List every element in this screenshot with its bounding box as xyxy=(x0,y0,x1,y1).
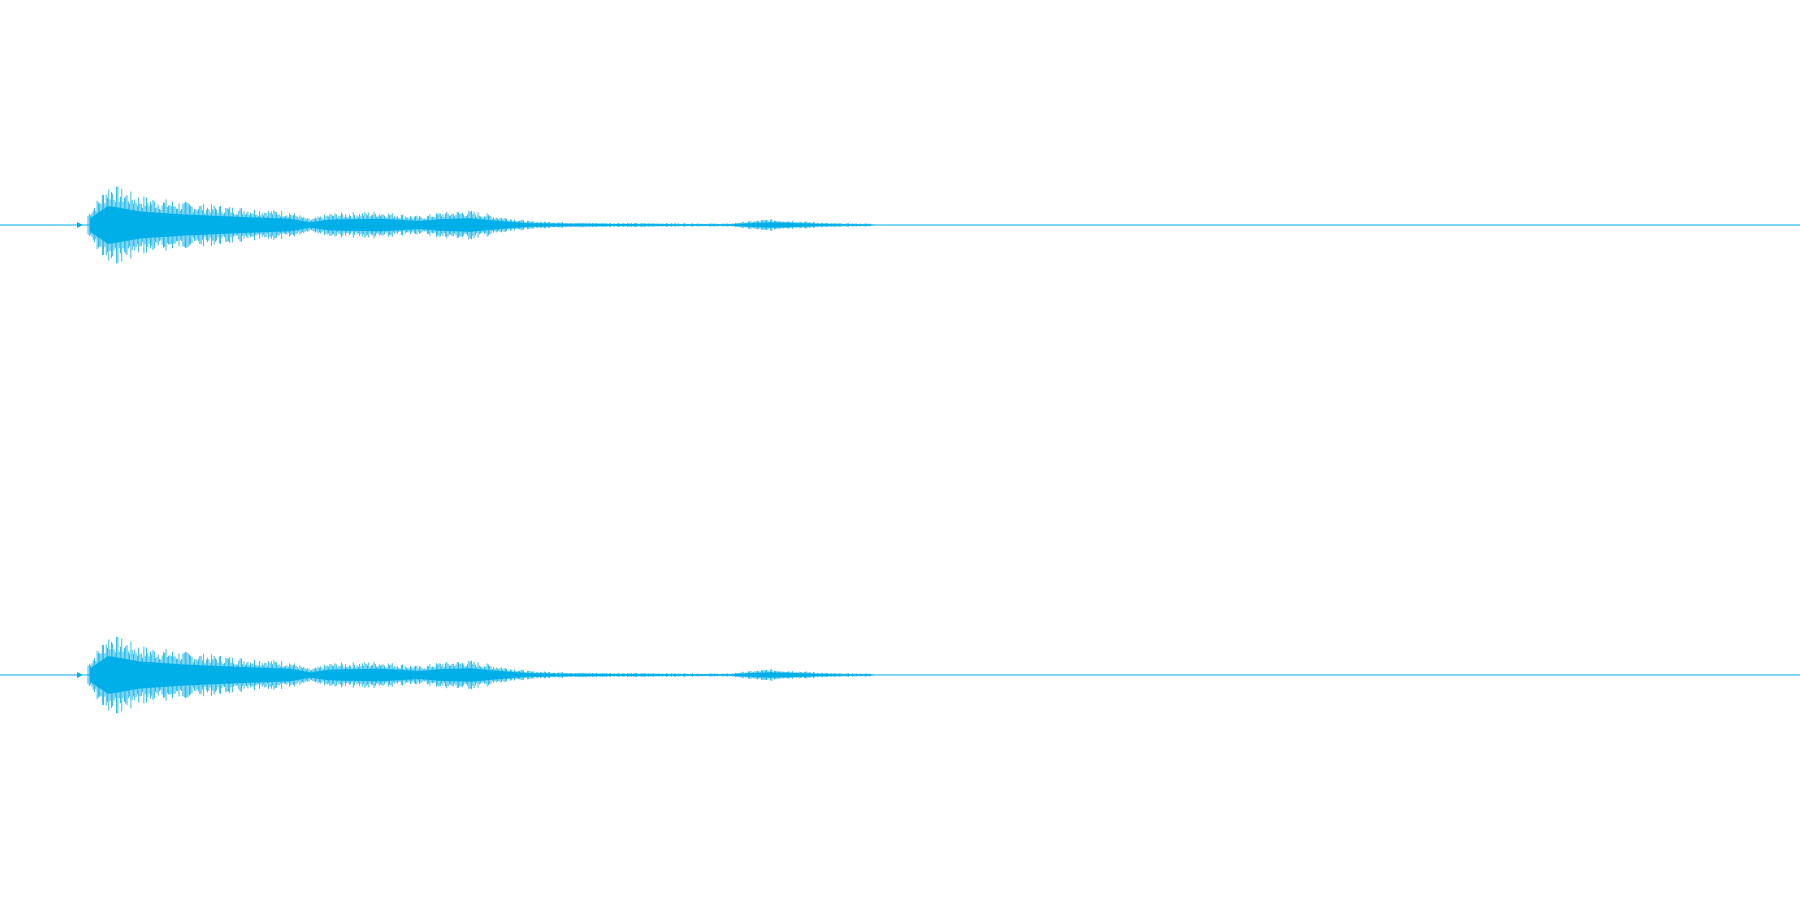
waveform-envelope xyxy=(90,206,878,244)
waveform-samples xyxy=(87,636,877,714)
waveform-channel-right[interactable] xyxy=(0,450,1800,900)
waveform-envelope xyxy=(90,656,878,694)
waveform-channel-left-svg xyxy=(0,186,1800,264)
waveform-start-marker xyxy=(77,672,83,678)
waveform-channel-left[interactable] xyxy=(0,0,1800,450)
waveform-start-marker xyxy=(77,222,83,228)
waveform-samples xyxy=(87,186,877,264)
waveform-channel-right-svg xyxy=(0,636,1800,714)
